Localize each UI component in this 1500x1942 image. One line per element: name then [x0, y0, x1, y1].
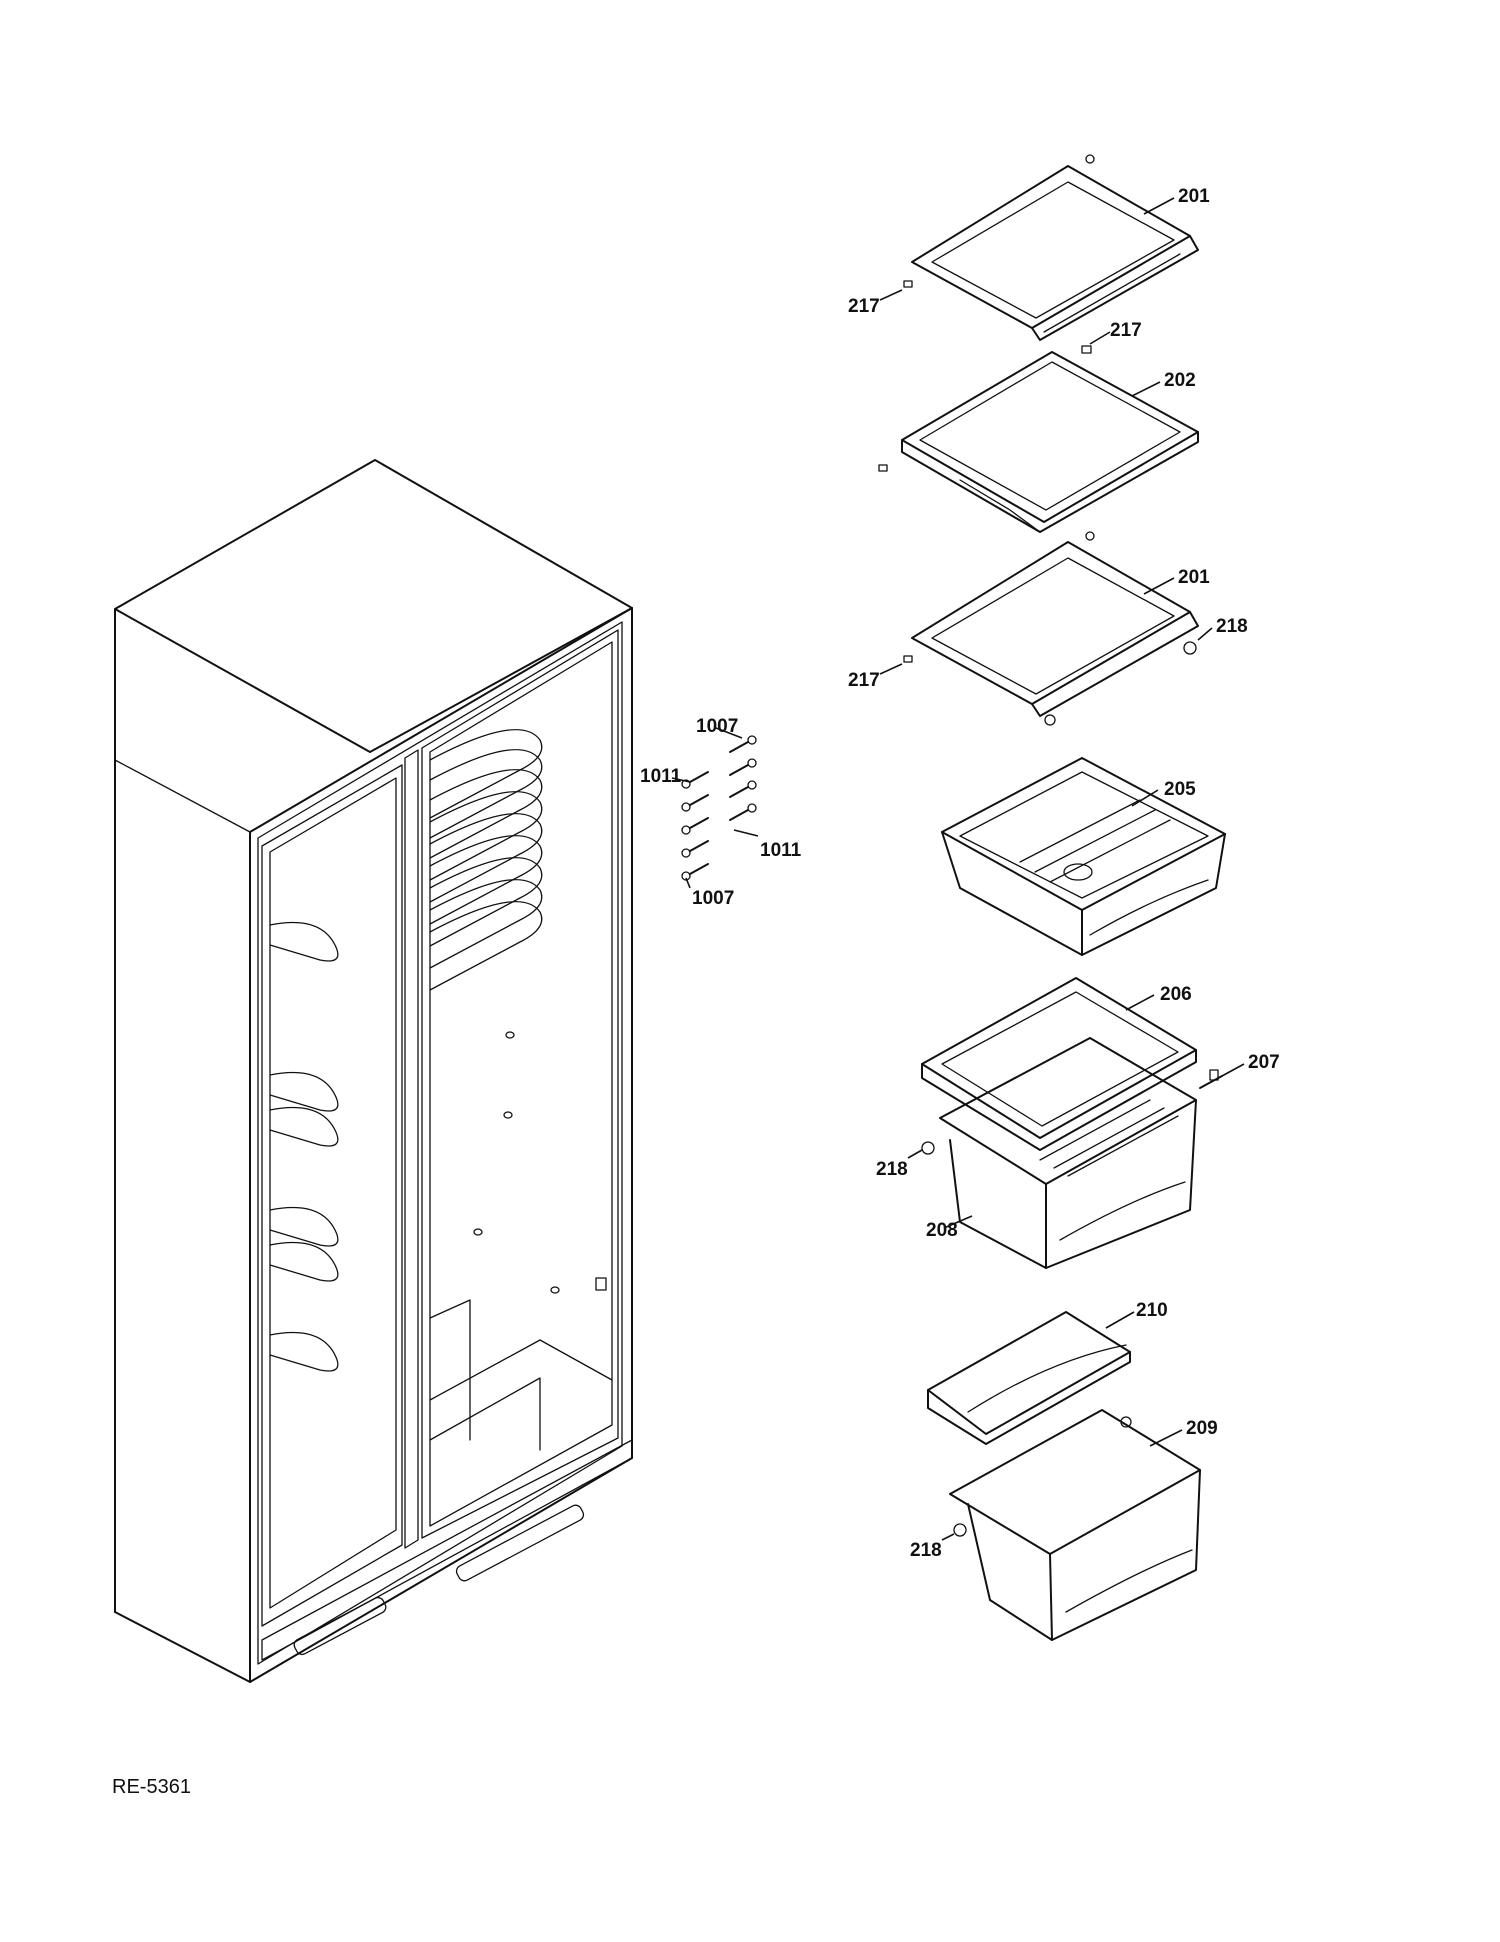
callout-217-b: 217 — [1110, 320, 1142, 341]
screw-1007-d — [729, 803, 757, 821]
shelf-201-top — [903, 154, 1199, 341]
callout-207: 207 — [1248, 1052, 1280, 1073]
screw-1011-e — [681, 863, 709, 881]
screw-1011-c — [681, 817, 709, 835]
screw-1011-b — [681, 794, 709, 812]
pan-205 — [941, 757, 1226, 956]
callout-202: 202 — [1164, 370, 1196, 391]
callout-1007-bottom: 1007 — [692, 888, 734, 909]
pan-209 — [949, 1409, 1201, 1641]
callout-218-bottom: 218 — [910, 1540, 942, 1561]
callout-1007-top: 1007 — [696, 716, 738, 737]
screw-set — [681, 735, 757, 881]
cover-206 — [921, 977, 1197, 1151]
callout-218-shelf: 218 — [1216, 616, 1248, 637]
stop-218-bottom — [953, 1523, 967, 1537]
screw-1007-b — [729, 758, 757, 776]
callout-217-a: 217 — [848, 296, 880, 317]
callout-labels: 201 217 217 202 201 218 217 1007 1011 10… — [640, 186, 1280, 1561]
screw-1007-a — [729, 735, 757, 753]
drawing-id: RE-5361 — [112, 1776, 191, 1798]
callout-206: 206 — [1160, 984, 1192, 1005]
screw-1007-c — [729, 780, 757, 798]
spacer-217-top — [1081, 345, 1092, 354]
callout-201-middle: 201 — [1178, 567, 1210, 588]
shelf-201-middle — [903, 531, 1199, 726]
callout-201-top: 201 — [1178, 186, 1210, 207]
callout-205: 205 — [1164, 779, 1196, 800]
pan-208 — [939, 1037, 1197, 1269]
callout-218-crisper: 218 — [876, 1159, 908, 1180]
callout-1011-right: 1011 — [760, 840, 802, 861]
callout-1011-left: 1011 — [640, 766, 682, 787]
cover-210 — [927, 1311, 1131, 1445]
callout-217-c: 217 — [848, 670, 880, 691]
callout-208: 208 — [926, 1220, 958, 1241]
support-207 — [1199, 1069, 1223, 1089]
shelf-202 — [878, 351, 1199, 533]
leader-lines — [671, 197, 1245, 1541]
screw-1011-d — [681, 840, 709, 858]
refrigerator-cabinet — [114, 459, 633, 1683]
stop-218-crisper — [921, 1141, 935, 1155]
callout-209: 209 — [1186, 1418, 1218, 1439]
screw-1011-a — [681, 771, 709, 789]
callout-210: 210 — [1136, 1300, 1168, 1321]
freezer-shelf-rails — [269, 921, 339, 1372]
shelf-rail-ribs — [429, 729, 543, 991]
